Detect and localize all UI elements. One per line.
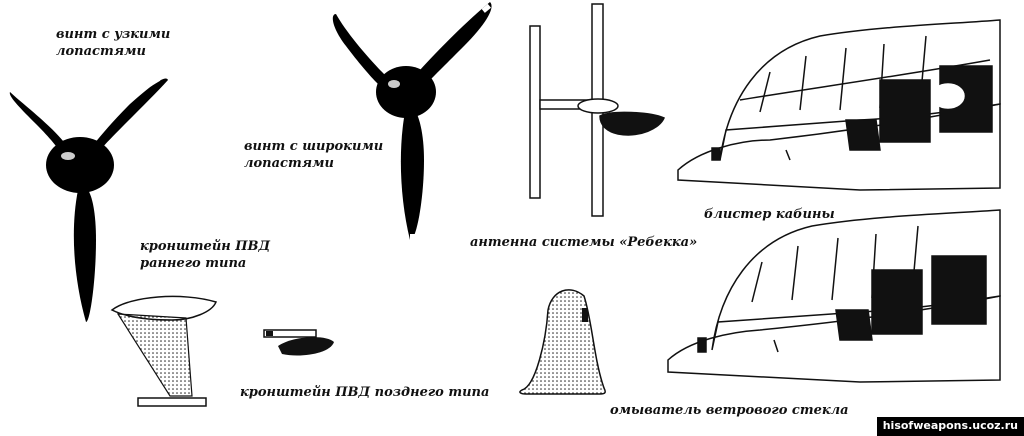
- narrow-prop-label-line-1: винт с узкими: [56, 27, 171, 42]
- watermark: hisofweapons.ucoz.ru: [876, 417, 1024, 436]
- windscreen-washer: [519, 289, 606, 395]
- late-pitot-label: кронштейн ПВД позднего типа: [240, 385, 490, 400]
- rebecca-antenna-label: антенна системы «Ребекка»: [470, 235, 698, 250]
- canopy-blister-bottom: [667, 209, 1001, 383]
- narrow-prop-label-line-2: лопастями: [56, 44, 146, 59]
- narrow-prop-label: винт с узкими лопастями: [56, 26, 170, 60]
- early-pitot-label: кронштейн ПВД раннего типа: [140, 238, 270, 272]
- canopy-blister-top: [677, 19, 1001, 191]
- early-pitot-label-line-2: раннего типа: [140, 256, 247, 271]
- early-pitot-bracket: [110, 295, 218, 407]
- wide-blade-propeller: [332, 2, 492, 242]
- windscreen-washer-label: омыватель ветрового стекла: [610, 403, 849, 418]
- wide-prop-label-line-2: лопастями: [244, 156, 334, 171]
- late-pitot-bracket: [263, 329, 334, 356]
- wide-prop-label-line-1: винт с широкими: [244, 139, 384, 154]
- rebecca-antenna: [529, 3, 665, 217]
- narrow-blade-propeller: [9, 78, 168, 322]
- wide-prop-label: винт с широкими лопастями: [244, 138, 383, 172]
- canopy-blister-label: блистер кабины: [704, 207, 835, 222]
- early-pitot-label-line-1: кронштейн ПВД: [140, 239, 271, 254]
